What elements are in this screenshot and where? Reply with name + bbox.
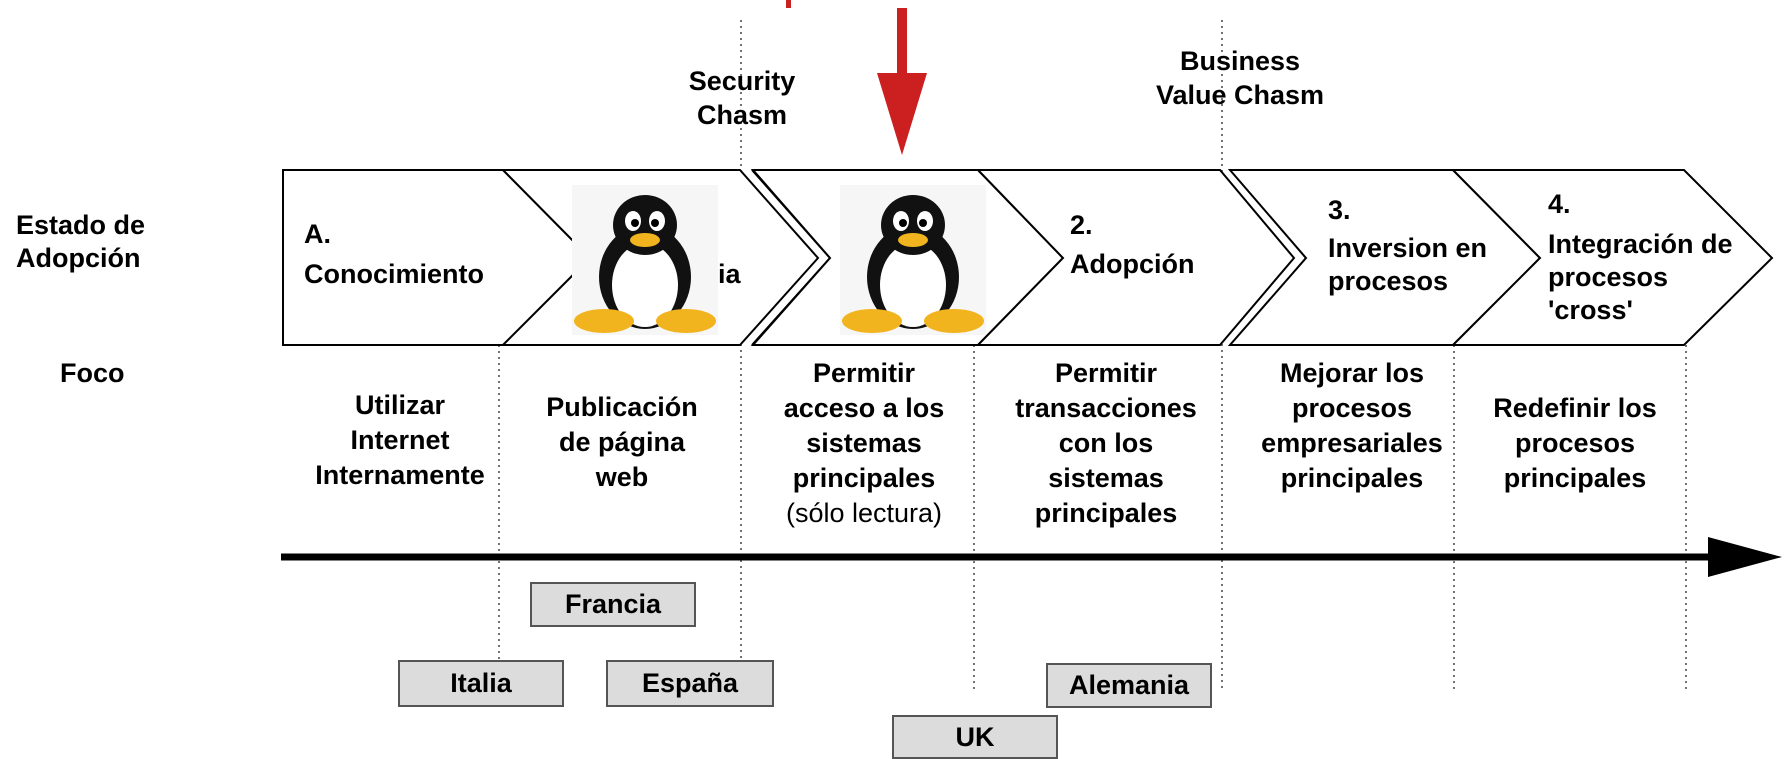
stage-3-number: 3.: [1328, 195, 1351, 225]
linux-penguin-icon: [840, 185, 986, 335]
focus-item: Utilizar Internet Internamente: [315, 390, 485, 490]
stage-chevron-4: [1450, 169, 1774, 346]
focus-item: Mejorar los procesos empresariales princ…: [1261, 358, 1443, 493]
stage-b-partial-text: ia: [718, 259, 741, 289]
focus-item-note: (sólo lectura): [785, 498, 943, 528]
focus-item-text: Permitir acceso a los sistemas principal…: [783, 358, 945, 493]
row-label-focus: Foco: [60, 358, 125, 388]
stage-a-number: A.: [304, 219, 331, 249]
country-badge-espana: España: [606, 660, 774, 707]
focus-item: Redefinir los procesos principales: [1493, 393, 1657, 493]
focus-item: Publicación de página web: [546, 392, 698, 492]
country-badge-francia: Francia: [530, 582, 696, 627]
security-chasm-label: Security Chasm: [688, 66, 796, 130]
stage-2-number: 2.: [1070, 210, 1093, 240]
stage-chevron-2: [975, 169, 1296, 346]
focus-item: Permitir transacciones con los sistemas …: [1015, 358, 1197, 528]
stage-3-title: Inversion en procesos: [1328, 233, 1488, 296]
country-badge-uk: UK: [892, 715, 1058, 759]
country-badge-alemania: Alemania: [1046, 663, 1212, 708]
stage-4-title: Integración de procesos 'cross': [1548, 229, 1733, 325]
focus-item: Permitir acceso a los sistemas principal…: [784, 356, 945, 531]
red-down-arrow-icon: [786, 0, 927, 155]
stage-a-title: Conocimiento: [304, 259, 484, 289]
row-label-adoption-state: Estado de Adopción: [16, 210, 146, 273]
business-value-chasm-label: Business Value Chasm: [1155, 46, 1325, 110]
country-badge-italia: Italia: [398, 660, 564, 707]
stage-4-number: 4.: [1548, 189, 1571, 219]
linux-penguin-icon: [572, 185, 718, 335]
timeline-arrow: [281, 537, 1782, 577]
stage-2-title: Adopción: [1070, 249, 1195, 279]
